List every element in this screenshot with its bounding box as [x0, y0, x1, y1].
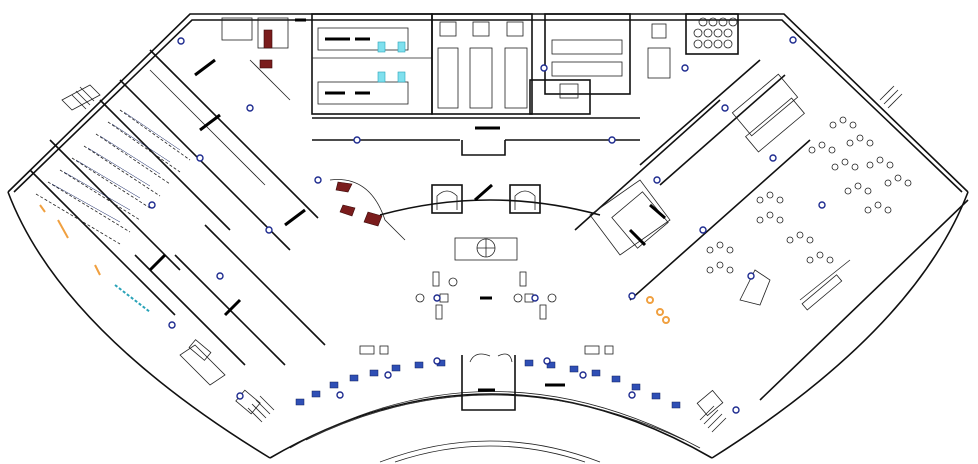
column: [681, 64, 689, 72]
column: [433, 294, 441, 302]
lounge-furniture: [329, 179, 406, 241]
central-lobby: [379, 140, 601, 411]
service-block: [311, 13, 671, 141]
column: [265, 226, 273, 234]
column: [148, 201, 156, 209]
column: [818, 201, 826, 209]
left-wing: [29, 49, 326, 386]
stairs: [71, 85, 903, 433]
facade-seating: [188, 339, 724, 417]
column: [216, 272, 224, 280]
column: [531, 294, 539, 302]
top-right-room: [685, 13, 739, 55]
column: [314, 176, 322, 184]
column: [732, 406, 740, 414]
reception-desk: [454, 237, 518, 261]
right-wing: [574, 59, 969, 401]
glass-panel: [377, 71, 386, 83]
column: [789, 36, 797, 44]
column: [353, 136, 361, 144]
column: [433, 357, 441, 365]
top-left-rooms: [221, 17, 306, 101]
cafeteria-tables: [706, 116, 912, 311]
column: [246, 104, 254, 112]
sofa: [259, 59, 273, 69]
column: [168, 321, 176, 329]
glass-panel: [397, 71, 406, 83]
column: [608, 136, 616, 144]
table-cluster: [706, 116, 912, 274]
column: [747, 272, 755, 280]
structural-columns: [148, 36, 826, 414]
column: [336, 391, 344, 399]
column: [196, 154, 204, 162]
column: [177, 37, 185, 45]
column: [384, 371, 392, 379]
column: [543, 357, 551, 365]
glass-panel: [377, 41, 386, 53]
sofa: [263, 29, 273, 49]
column: [769, 154, 777, 162]
column: [628, 292, 636, 300]
column: [721, 104, 729, 112]
column: [236, 392, 244, 400]
column: [653, 176, 661, 184]
column: [628, 391, 636, 399]
column: [579, 371, 587, 379]
column: [540, 64, 548, 72]
glass-panel: [397, 41, 406, 53]
column: [699, 226, 707, 234]
workstation-rows: [35, 109, 191, 245]
